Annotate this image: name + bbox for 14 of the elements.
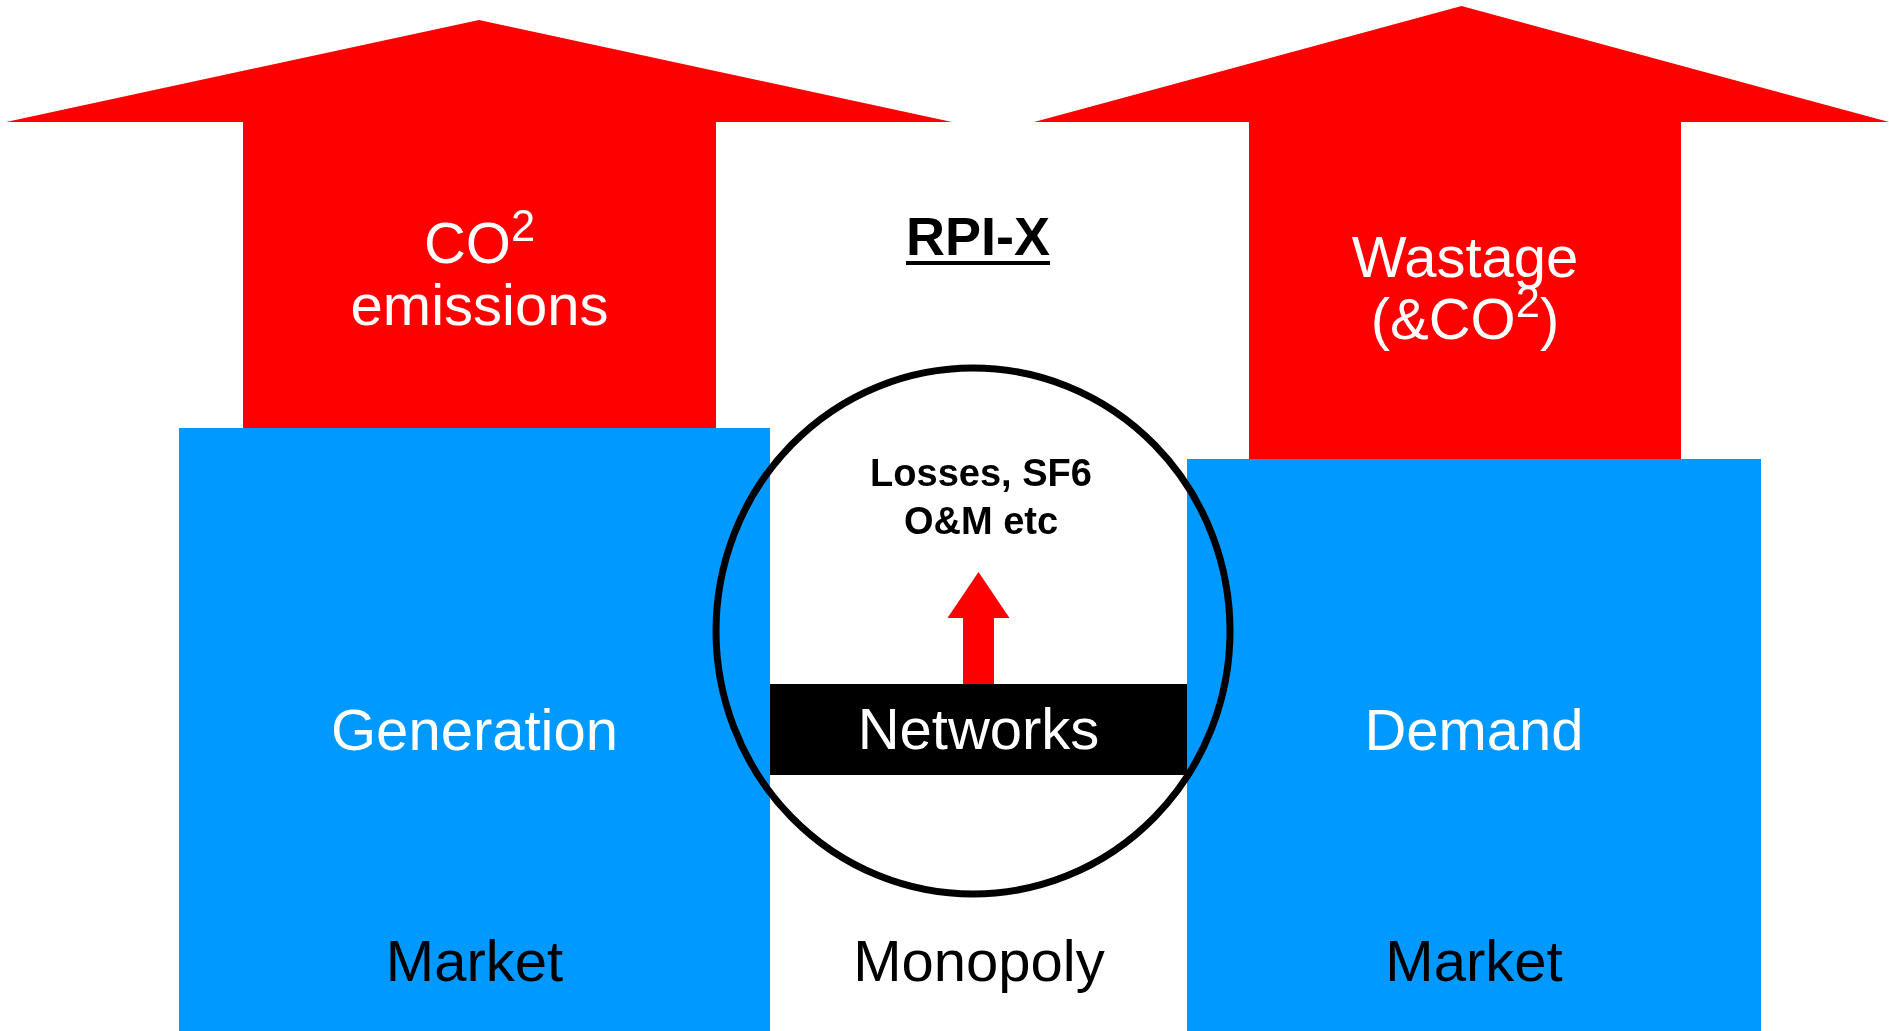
bar-label: Networks [857, 695, 1100, 763]
circle-outline [712, 364, 1234, 898]
sector-type: Monopoly [853, 927, 1105, 995]
label-bar [770, 684, 1187, 775]
note-text: Losses, SF6 O&M etc [869, 451, 1093, 544]
arrow [947, 572, 1010, 684]
heading-text: RPI-X [906, 205, 1050, 268]
arrow-label: CO$^{2}$ emissions [349, 212, 610, 337]
sector-title: Demand [1364, 696, 1584, 764]
sector-title: Generation [331, 696, 618, 764]
sector-type: Market [1385, 927, 1563, 995]
sector-box [1187, 459, 1761, 1031]
sector-type: Market [385, 927, 564, 995]
sector-box [179, 428, 770, 1031]
